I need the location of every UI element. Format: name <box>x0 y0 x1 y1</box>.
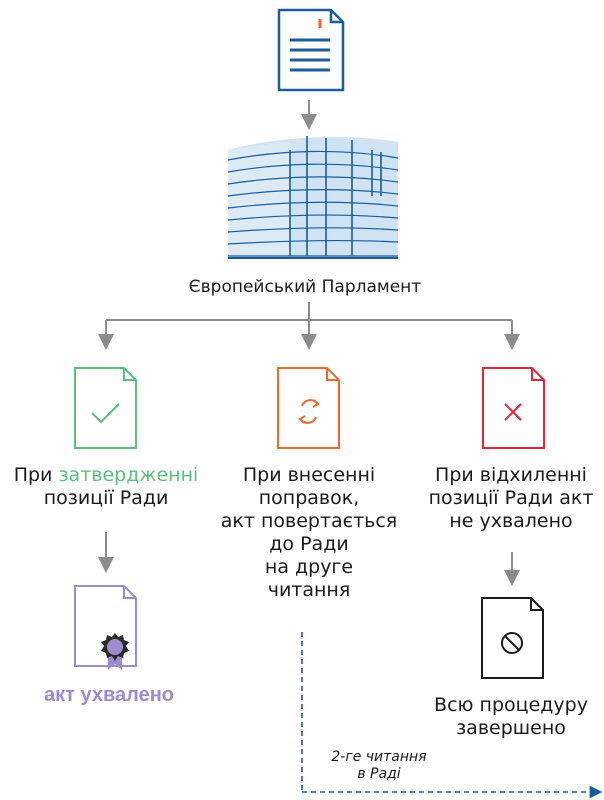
amend-line-6: читання <box>267 579 351 601</box>
terminated-line-1: Всю процедуру <box>434 694 588 716</box>
approved-act-certificate-icon <box>74 585 137 670</box>
reject-branch-label: При відхиленні позиції Ради акт не ухвал… <box>418 464 604 533</box>
amendments-document-icon <box>277 367 340 449</box>
parliament-label: Європейський Парламент <box>188 277 422 297</box>
cross-icon <box>504 403 522 421</box>
european-parliament-building-icon <box>227 136 399 259</box>
approve-line-2: позиції Ради <box>43 487 169 509</box>
approve-prefix: При <box>13 464 59 486</box>
seal-badge-icon <box>101 633 129 670</box>
act-approved-label: акт ухвалено <box>44 684 174 706</box>
approve-highlight: затвердженні <box>58 464 199 486</box>
second-reading-line-2: в Раді <box>357 766 401 782</box>
reject-line-1: При відхиленні <box>435 464 587 486</box>
second-reading-label: 2-ге читання в Раді <box>312 749 446 783</box>
reject-line-2: позиції Ради акт <box>428 487 594 509</box>
procedure-terminated-label: Всю процедуру завершено <box>418 694 604 740</box>
amend-line-2: поправок, <box>258 487 360 509</box>
amend-line-5: на друге <box>264 556 354 578</box>
branch-connector <box>98 302 520 350</box>
amend-branch-label: При внесенні поправок, акт повертається … <box>208 464 410 602</box>
procedure-terminated-document-icon <box>481 597 544 679</box>
approved-position-document-icon <box>74 367 137 449</box>
amend-line-1: При внесенні <box>242 464 376 486</box>
proposal-document-icon <box>277 8 345 92</box>
amend-line-3: акт повертається <box>220 510 398 532</box>
approve-branch-label: При затвердженні позиції Ради <box>0 464 212 510</box>
terminated-line-2: завершено <box>456 717 566 739</box>
amend-line-4: до Ради <box>269 533 349 555</box>
second-reading-line-1: 2-ге читання <box>331 749 427 765</box>
refresh-cycle-icon <box>298 399 320 424</box>
prohibited-icon <box>501 632 523 654</box>
checkmark-icon <box>91 403 120 424</box>
second-reading-dashed-arrow <box>301 632 603 799</box>
reject-line-3: не ухвалено <box>449 510 573 532</box>
rejected-position-document-icon <box>482 367 545 449</box>
